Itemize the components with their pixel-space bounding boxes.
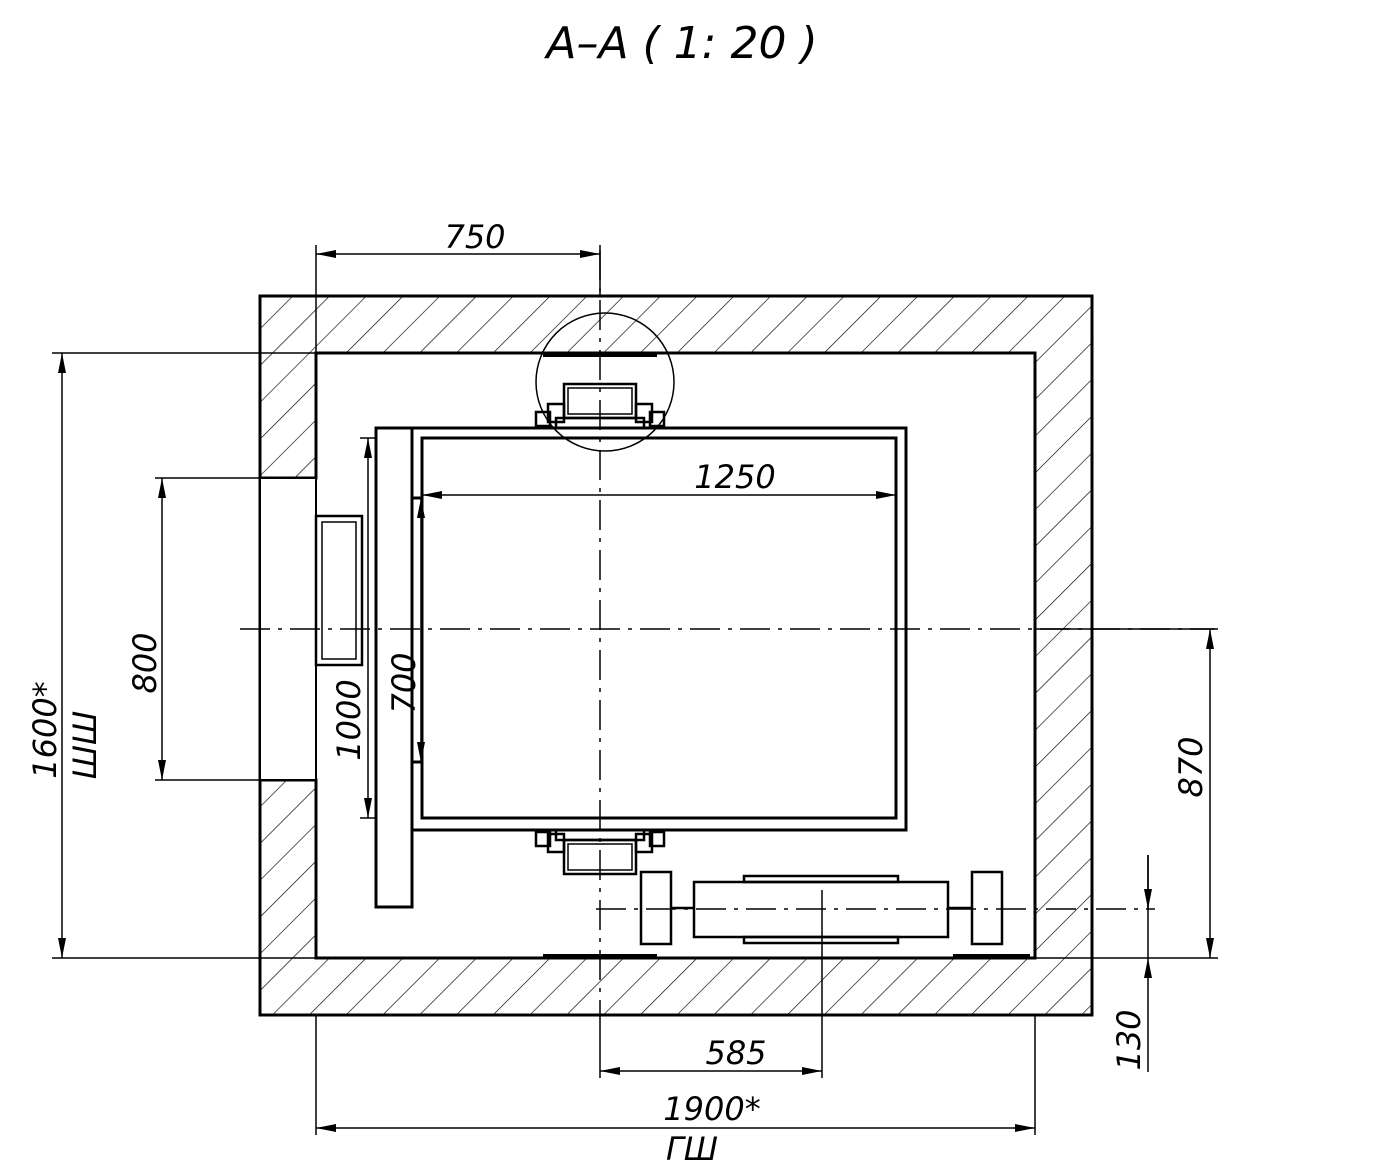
dim-text-870: 870 xyxy=(1172,736,1210,797)
dim-text-800: 800 xyxy=(126,632,164,693)
dim-text-1900: 1900* xyxy=(663,1090,760,1128)
landing-door xyxy=(314,514,364,667)
dim-text-130: 130 xyxy=(1110,1009,1148,1070)
dim-text-1000: 1000 xyxy=(330,679,368,760)
dim-text-shaft-depth-code: ШШ xyxy=(66,711,104,779)
car-door-panel xyxy=(374,426,414,909)
dim-text-1600: 1600* xyxy=(26,681,64,778)
dimension-lines xyxy=(58,250,1214,1132)
dim-text-700: 700 xyxy=(385,652,423,713)
dim-text-shaft-width-code: ГШ xyxy=(666,1130,718,1167)
dim-text-750: 750 xyxy=(444,218,505,256)
dim-text-1250: 1250 xyxy=(694,458,775,496)
dim-text-585: 585 xyxy=(705,1034,766,1072)
section-title: A–A ( 1: 20 ) xyxy=(543,18,817,69)
counterweight xyxy=(639,870,1004,946)
